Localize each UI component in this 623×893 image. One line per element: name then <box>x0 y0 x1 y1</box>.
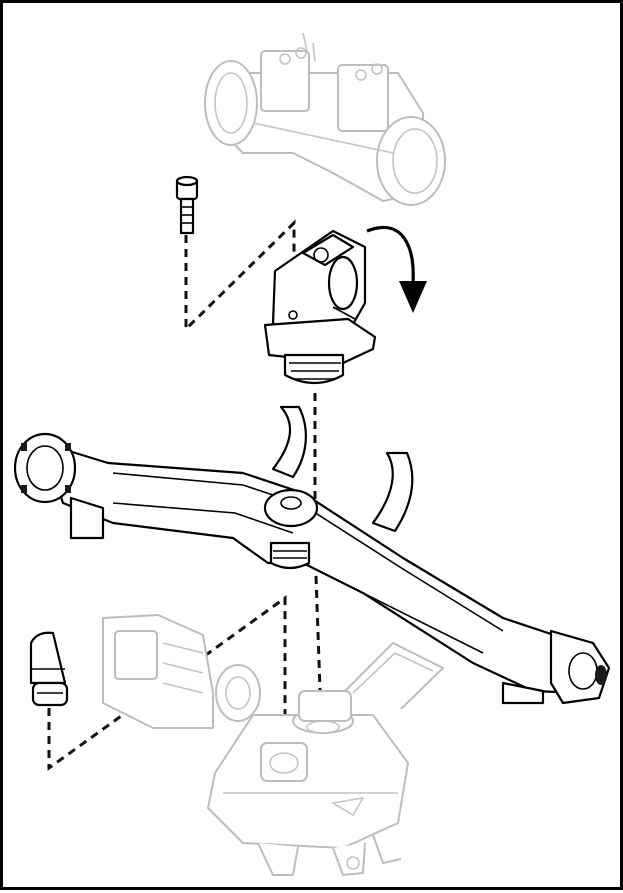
nozzle-insert <box>102 614 261 729</box>
end-plug-cap <box>29 631 69 707</box>
cap-guide-line <box>47 595 287 771</box>
socket-head-screw <box>175 175 199 235</box>
exploded-view-diagram: .g { fill: #fff; stroke: #bdbdbd; stroke… <box>13 32 611 876</box>
axis-guide-lower <box>313 547 323 719</box>
gear-drive-base <box>207 690 409 876</box>
sprinkler-spray-arm <box>13 405 611 705</box>
rotation-direction-arrow <box>366 225 427 313</box>
u-shaped-retaining-clip <box>342 642 444 710</box>
pipe-coupling-housing <box>204 32 446 206</box>
swivel-clamp-bracket <box>263 229 377 385</box>
